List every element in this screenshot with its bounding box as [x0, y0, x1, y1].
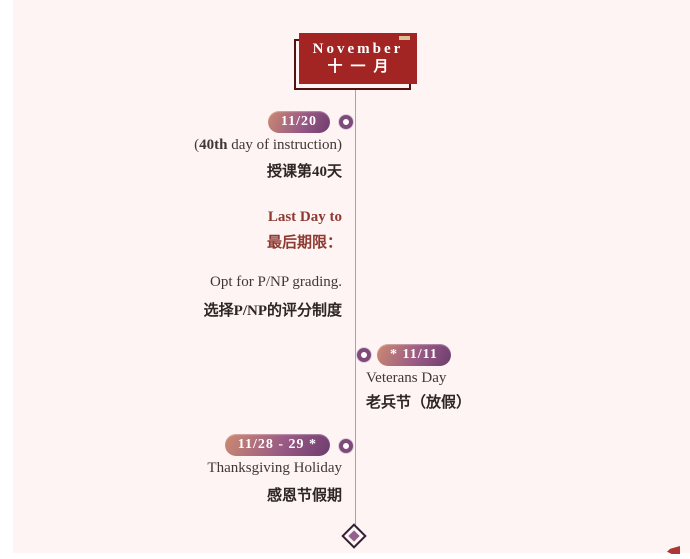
instruction-suffix: day of instruction) [227, 137, 342, 153]
timeline-marker-nov11 [357, 348, 371, 362]
nov28-title-zh: 感恩节假期 [266, 488, 342, 504]
month-title-chinese: 十一月 [327, 59, 397, 75]
nov20-deadline-zh: 最后期限： [266, 235, 342, 251]
timeline-end-diamond-core [348, 530, 360, 542]
date-badge-nov28: 11/28 - 29 * [224, 434, 330, 456]
nov20-action-en: Opt for P/NP grading. [210, 274, 342, 290]
timeline-end-diamond [341, 523, 367, 549]
date-badge-nov11: * 11/11 [377, 344, 451, 366]
corner-red-fragment [667, 546, 680, 554]
nov11-title-en: Veterans Day [366, 370, 447, 386]
nov20-action-zh: 选择P/NP的评分制度 [203, 303, 342, 319]
month-title-english: November [312, 41, 404, 57]
instruction-prefix: ( [194, 137, 200, 153]
nov28-title-en: Thanksgiving Holiday [207, 460, 342, 476]
timeline-line [355, 90, 356, 525]
nov20-instruction-zh: 授课第40天 [266, 164, 342, 180]
instruction-day-number: 40th [199, 137, 228, 153]
date-badge-nov20: 11/20 [267, 111, 330, 133]
timeline-marker-nov28 [339, 439, 353, 453]
timeline-marker-nov20 [339, 115, 353, 129]
bottom-white-margin [0, 553, 690, 559]
nov20-instruction-en: (40th day of instruction) [194, 137, 342, 154]
dash-icon [399, 36, 410, 40]
left-white-margin [0, 0, 13, 559]
nov20-deadline-en: Last Day to [267, 209, 342, 225]
nov11-title-zh: 老兵节（放假） [366, 395, 472, 411]
month-card: November 十一月 [299, 33, 417, 84]
